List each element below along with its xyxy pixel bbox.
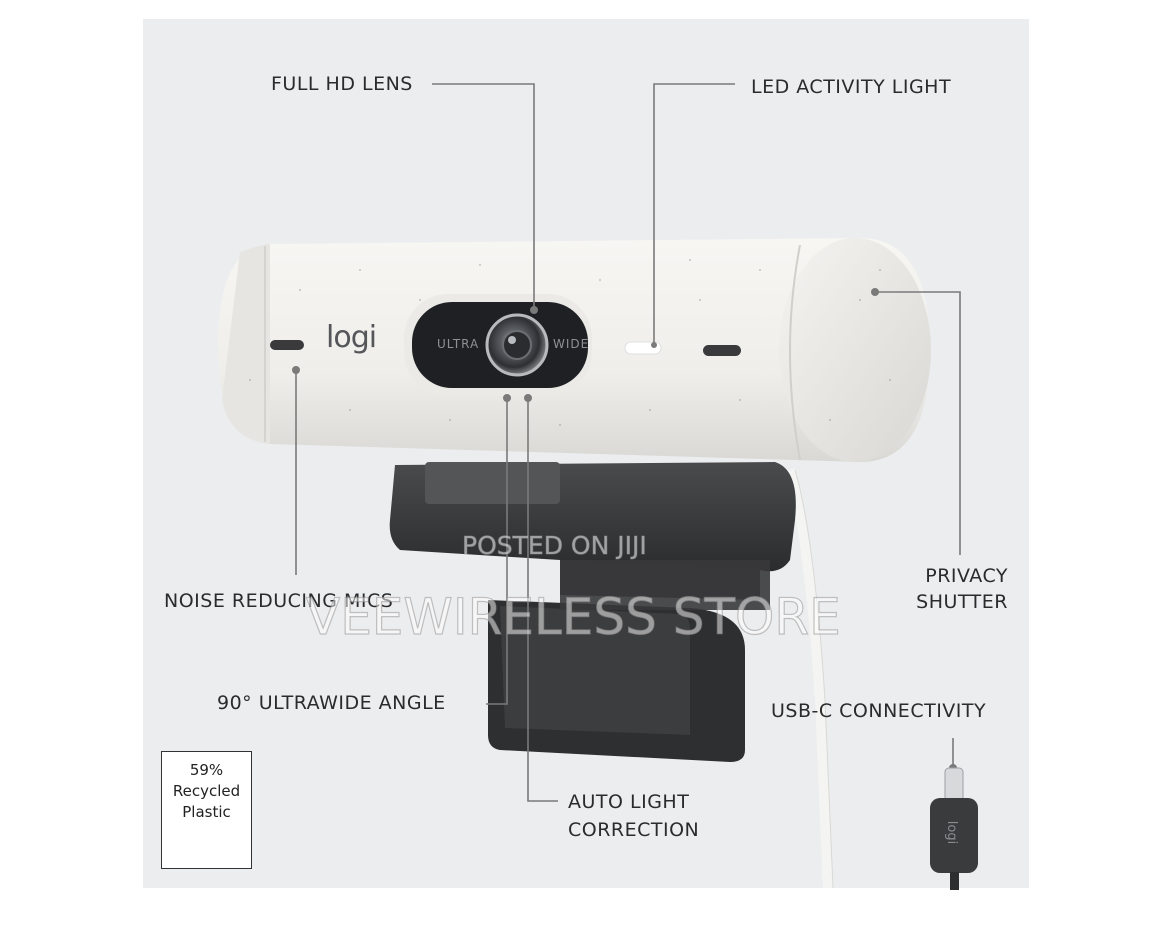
label-led-activity-light: LED ACTIVITY LIGHT [751, 76, 952, 98]
label-usb-c: USB-C CONNECTIVITY [771, 700, 987, 722]
mic-slot-left [270, 340, 304, 350]
lens-ultra-text: ULTRA [437, 337, 480, 351]
label-noise-reducing-mics: NOISE REDUCING MICS [164, 590, 394, 612]
label-full-hd-lens: FULL HD LENS [271, 73, 413, 95]
watermark-store: VEEWIRELESS STORE [305, 587, 841, 646]
lens-wide-text: WIDE [553, 337, 590, 351]
label-auto-light-line1: AUTO LIGHT [568, 791, 690, 813]
badge-plastic: Plastic [182, 803, 231, 821]
camera-body [218, 238, 931, 462]
mount-stand [389, 462, 796, 762]
privacy-shutter-cap [779, 238, 931, 462]
label-auto-light-line2: CORRECTION [568, 819, 700, 841]
label-privacy-line2: SHUTTER [916, 591, 1008, 613]
connector-logo: logi [944, 820, 960, 845]
label-auto-light-correction: AUTO LIGHT CORRECTION [568, 788, 699, 844]
recycled-plastic-badge: 59% Recycled Plastic [161, 751, 252, 869]
usb-c-connector [930, 767, 978, 890]
camera-logo: logi [326, 320, 377, 355]
label-privacy-shutter: PRIVACY SHUTTER [895, 563, 1008, 615]
badge-recycled: Recycled [172, 782, 241, 800]
mic-slot-right [703, 345, 741, 356]
stray-mark: ’ [142, 0, 147, 10]
leader-lines [295, 83, 961, 802]
label-privacy-line1: PRIVACY [925, 565, 1008, 587]
label-ultrawide-angle: 90° ULTRAWIDE ANGLE [217, 692, 446, 714]
usb-cable [785, 468, 833, 889]
watermark-posted: POSTED ON JIJI [462, 531, 648, 561]
badge-percent: 59% [189, 761, 224, 779]
